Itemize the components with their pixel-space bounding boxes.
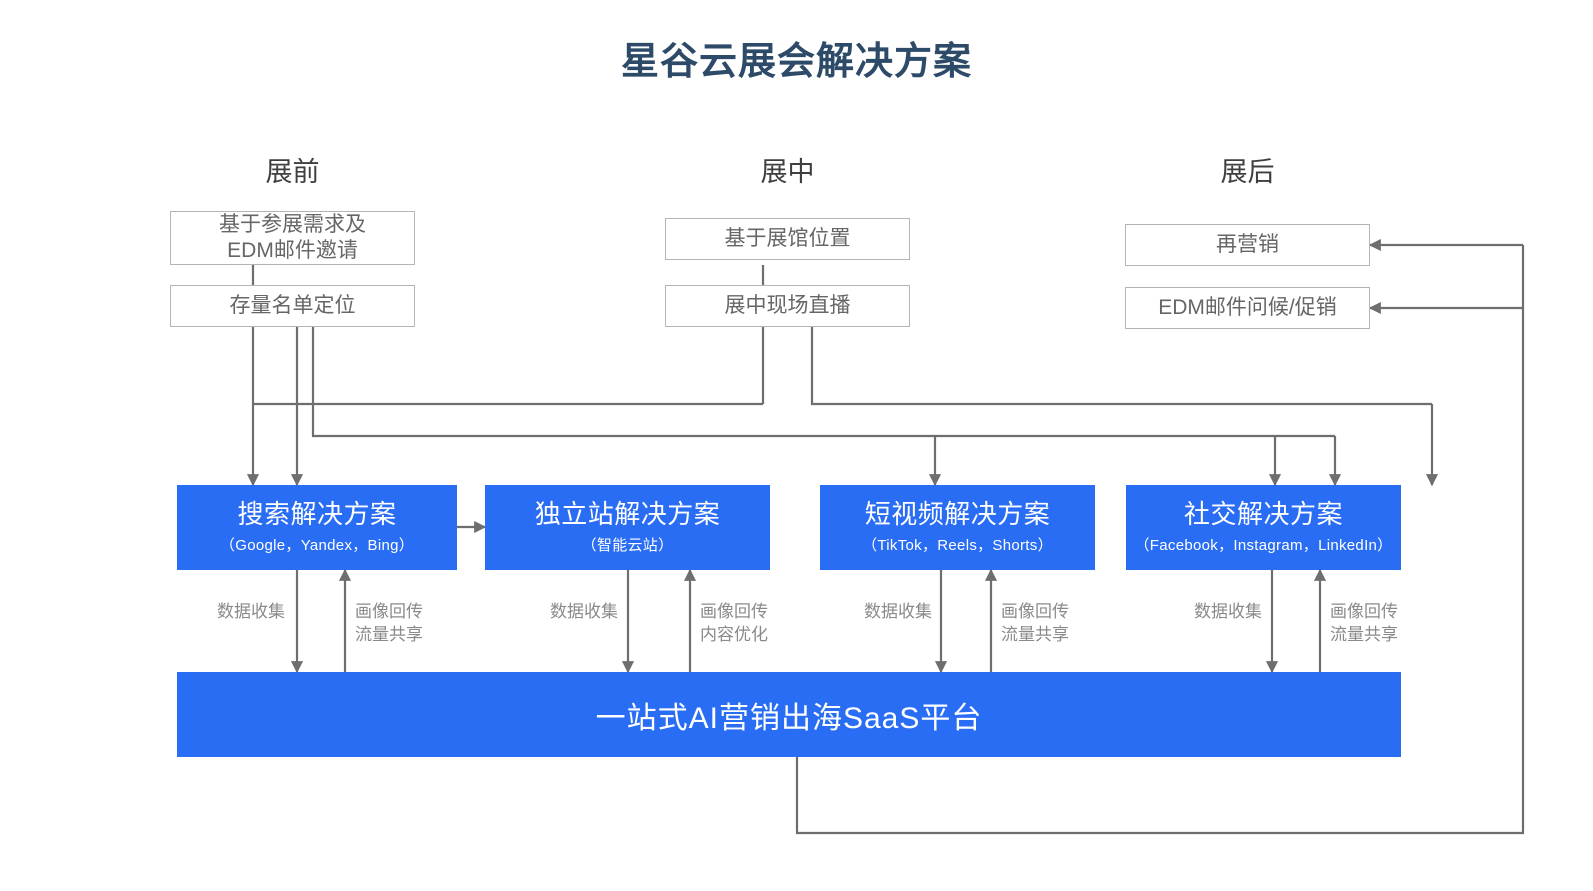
topbox-edm-greeting-promo[interactable]: EDM邮件问候/促销 (1125, 287, 1370, 329)
solution-search[interactable]: 搜索解决方案 （Google，Yandex，Bing） (177, 485, 457, 570)
topbox-line1: 存量名单定位 (229, 293, 356, 317)
phase-label-post: 展后 (1220, 157, 1275, 187)
topbox-line1: 展中现场直播 (724, 293, 851, 317)
edge-label-feedback-1-line1: 画像回传 (355, 602, 423, 621)
edge-label-feedback-2: 画像回传 内容优化 (700, 601, 830, 647)
solution-subtitle: （TikTok，Reels，Shorts） (862, 536, 1053, 554)
solution-title: 搜索解决方案 (237, 499, 397, 530)
topbox-live-stream[interactable]: 展中现场直播 (665, 285, 910, 327)
edge-label-data-collect-1: 数据收集 (217, 602, 285, 621)
topbox-line1: 基于展馆位置 (724, 226, 851, 250)
solution-social[interactable]: 社交解决方案 （Facebook，Instagram，LinkedIn） (1126, 485, 1401, 570)
topbox-line2: EDM邮件邀请 (227, 239, 358, 262)
edge-label-feedback-3-line2: 流量共享 (1001, 624, 1069, 644)
phase-label-pre: 展前 (265, 157, 320, 187)
solution-subtitle: （Facebook，Instagram，LinkedIn） (1134, 536, 1393, 554)
solution-subtitle: （Google，Yandex，Bing） (219, 536, 415, 554)
topbox-existing-list-targeting[interactable]: 存量名单定位 (170, 285, 415, 327)
platform-bar[interactable]: 一站式AI营销出海SaaS平台 (177, 672, 1401, 757)
edge-label-feedback-4-line1: 画像回传 (1330, 602, 1398, 621)
solution-independent-site[interactable]: 独立站解决方案 （智能云站） (485, 485, 770, 570)
edge-label-feedback-4: 画像回传 流量共享 (1330, 601, 1460, 647)
edge-label-data-collect-4: 数据收集 (1194, 602, 1262, 621)
edge-label-feedback-4-line2: 流量共享 (1330, 624, 1398, 644)
edge-label-data-collect-2: 数据收集 (550, 602, 618, 621)
edge-label-feedback-1-line2: 流量共享 (355, 624, 423, 644)
phase-label-during: 展中 (760, 157, 815, 187)
solution-subtitle: （智能云站） (581, 536, 674, 554)
topbox-remarketing[interactable]: 再营销 (1125, 224, 1370, 266)
solution-short-video[interactable]: 短视频解决方案 （TikTok，Reels，Shorts） (820, 485, 1095, 570)
solution-title: 短视频解决方案 (864, 499, 1051, 530)
page-title: 星谷云展会解决方案 (620, 41, 972, 83)
edge-label-feedback-3-line1: 画像回传 (1001, 602, 1069, 621)
edge-label-feedback-2-line1: 画像回传 (700, 602, 768, 621)
edge-label-feedback-2-line2: 内容优化 (700, 624, 768, 644)
edge-label-data-collect-3: 数据收集 (864, 602, 932, 621)
topbox-line1: 再营销 (1216, 232, 1279, 256)
topbox-line1: EDM邮件问候/促销 (1158, 295, 1337, 319)
platform-label: 一站式AI营销出海SaaS平台 (595, 701, 983, 735)
edge-label-feedback-1: 画像回传 流量共享 (355, 601, 485, 647)
topbox-line1: 基于参展需求及 (219, 212, 366, 236)
topbox-exhibit-demand-edm[interactable]: 基于参展需求及 EDM邮件邀请 (170, 211, 415, 265)
solution-title: 社交解决方案 (1183, 499, 1343, 530)
solution-title: 独立站解决方案 (534, 499, 721, 530)
edge-label-feedback-3: 画像回传 流量共享 (1001, 601, 1131, 647)
topbox-venue-location[interactable]: 基于展馆位置 (665, 218, 910, 260)
